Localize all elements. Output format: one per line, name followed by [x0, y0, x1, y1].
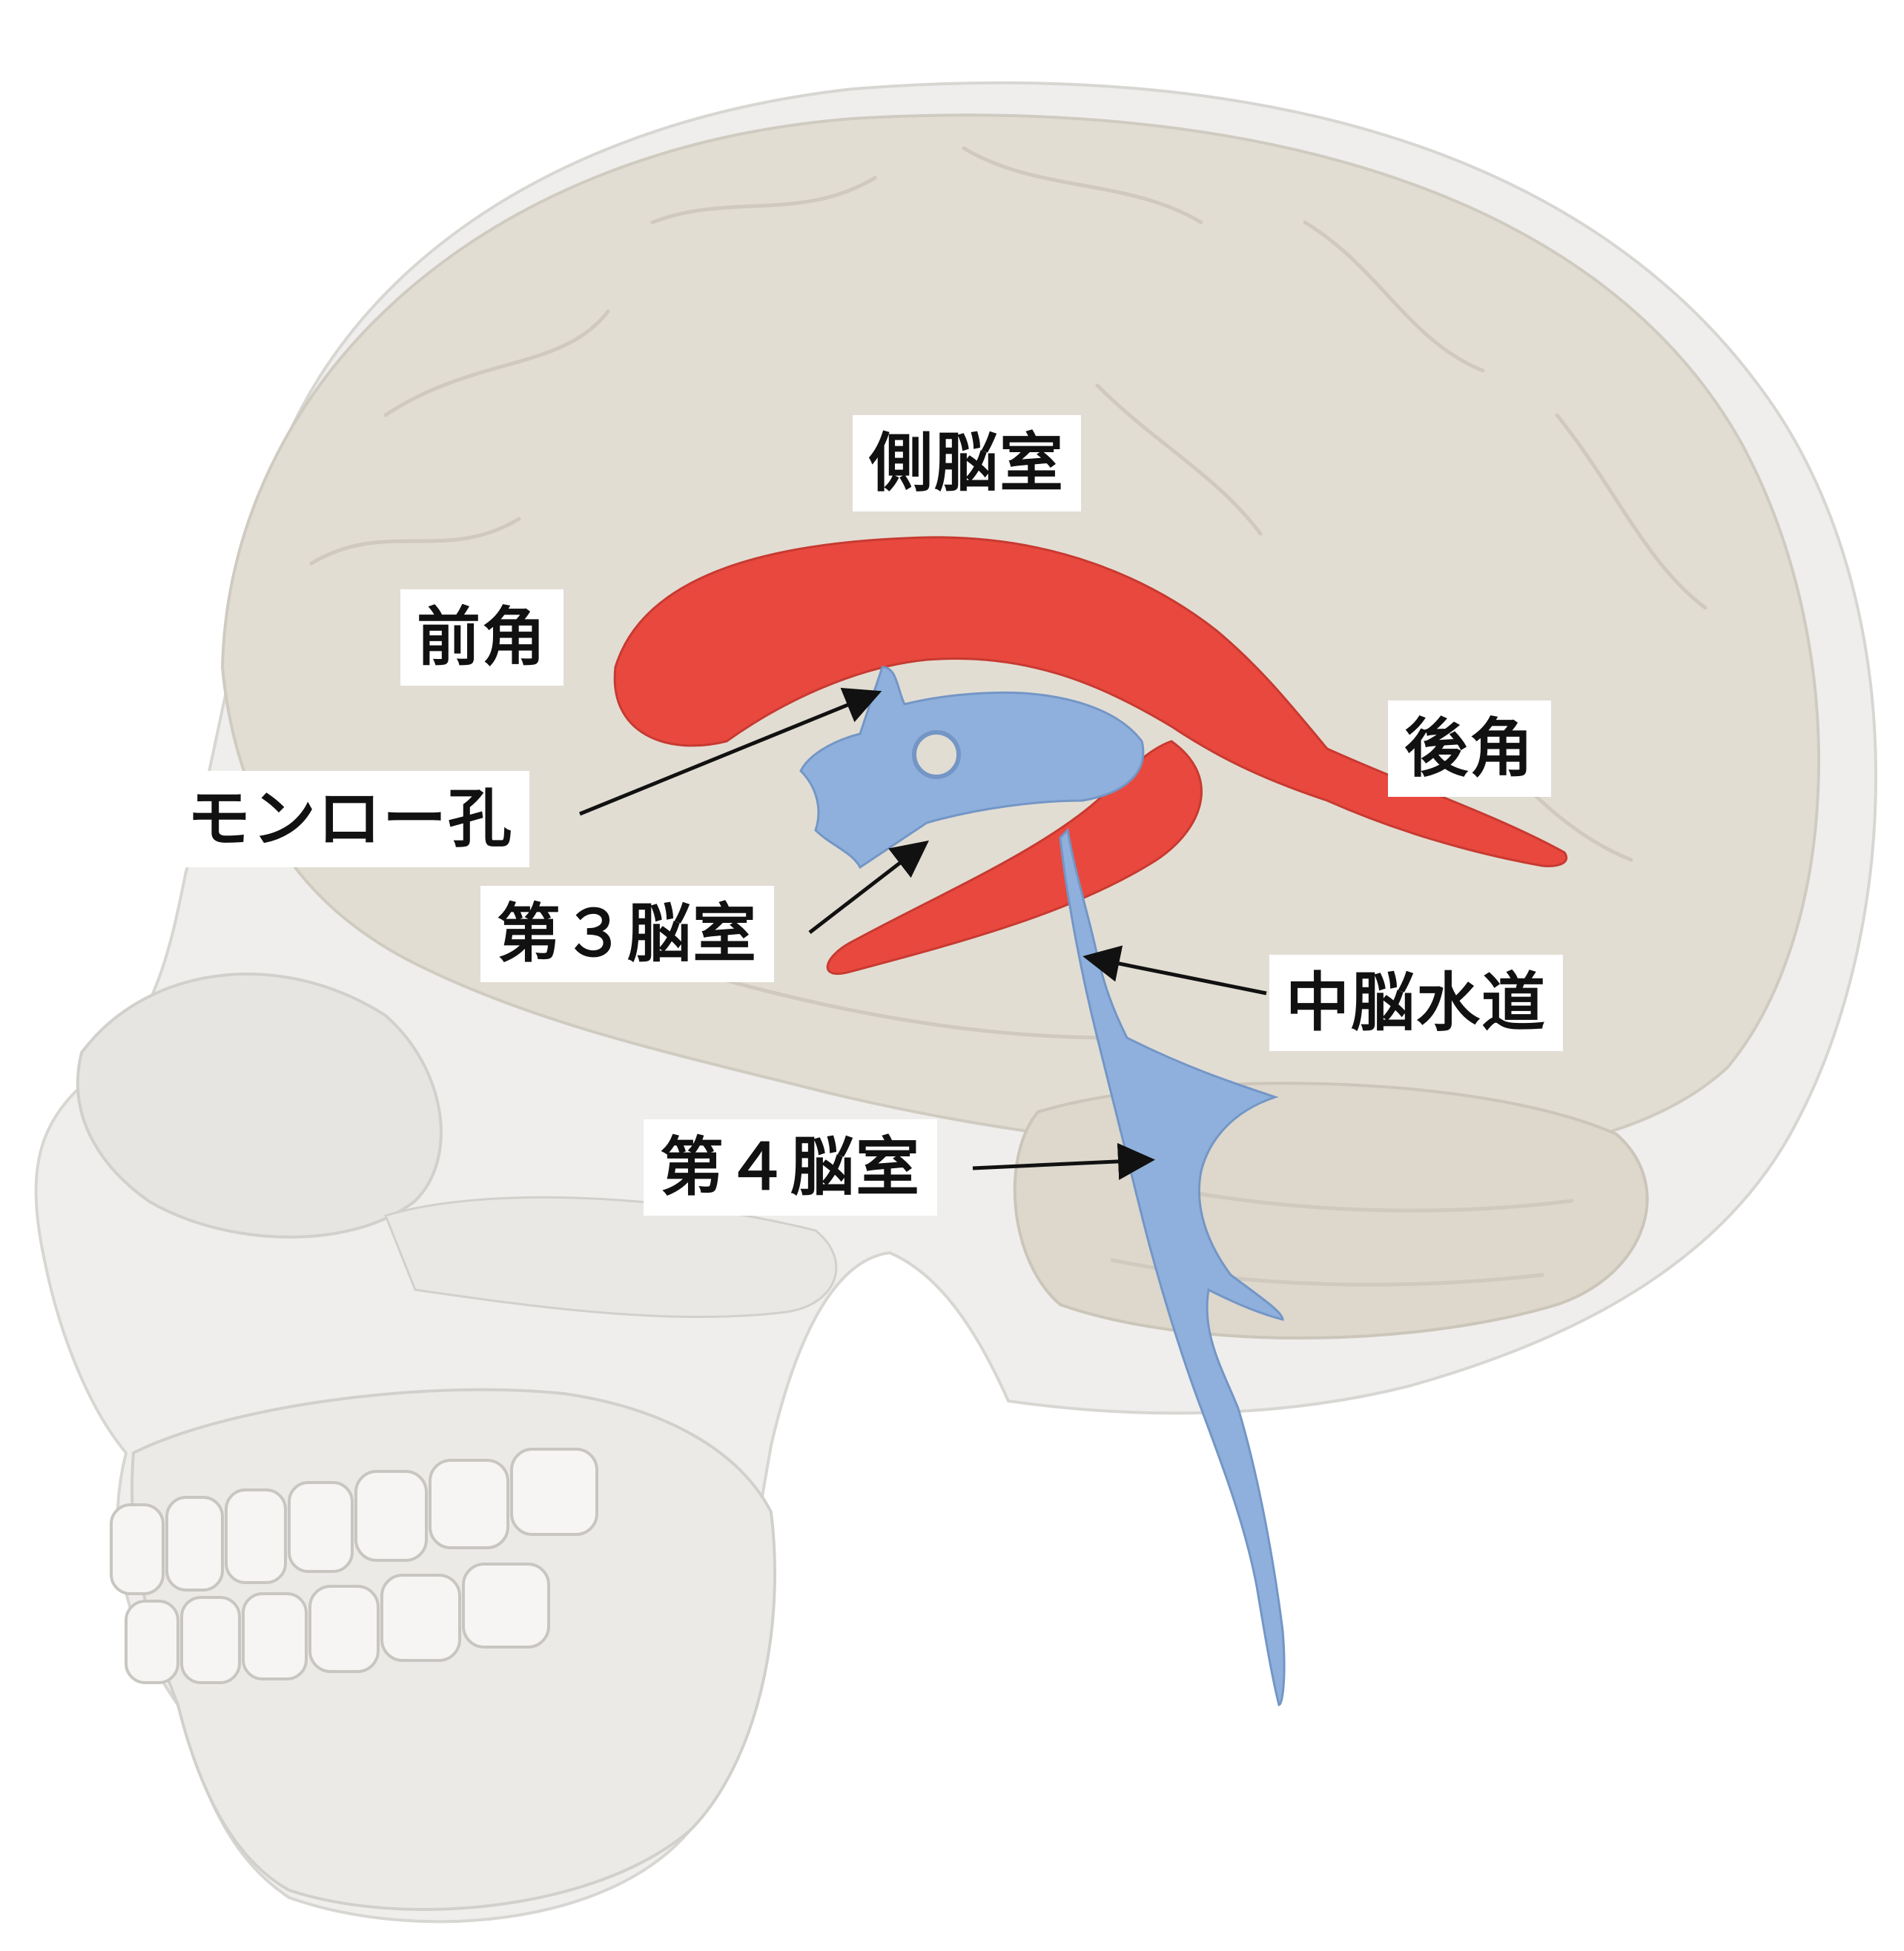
label-posterior-horn: 後角 — [1388, 700, 1551, 797]
label-foramen-of-monro: モンロー孔 — [171, 771, 529, 867]
label-anterior-horn: 前角 — [400, 589, 563, 686]
label-fourth-ventricle: 第４脳室 — [644, 1119, 937, 1216]
label-lateral-ventricle: 側脳室 — [853, 415, 1081, 511]
label-third-ventricle: 第３脳室 — [480, 886, 774, 982]
label-cerebral-aqueduct: 中脳水道 — [1269, 955, 1563, 1051]
